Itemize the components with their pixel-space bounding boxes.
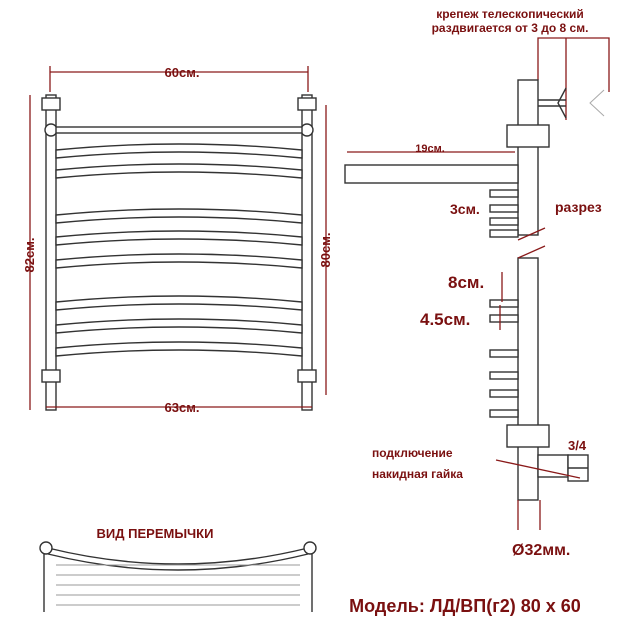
curved-bar [55,253,303,269]
top-arm [344,164,519,184]
bar-stub [489,409,519,418]
curved-bar [55,318,303,334]
bar-stub [489,299,519,308]
thread-label: 3/4 [568,438,587,453]
mount-note-line1: крепеж телескопический [436,7,584,21]
curved-bar [55,295,303,311]
gap-small-label: 3см. [450,201,480,217]
right-bottom-bracket [297,369,317,383]
depth-label: 19см. [415,143,445,155]
left-bottom-bracket [41,369,61,383]
bar-stub [489,204,519,213]
bar-stub [489,229,519,238]
bar-stubs [489,189,519,418]
left-top-bracket [41,97,61,111]
top-bracket [506,124,550,148]
connection-line1: подключение [372,446,453,460]
gap-45-label: 4.5см. [420,310,470,329]
side-view: крепеж телескопический раздвигается от 3… [344,7,610,559]
section-label: разрез [555,199,602,215]
right-post [301,94,313,411]
model-label: Модель: ЛД/ВП(г2) 80 х 60 [349,596,581,616]
bar-stub [489,189,519,198]
gap-8-label: 8см. [448,273,484,292]
left-post [45,94,57,411]
curved-bar [55,208,303,224]
jumper-view: ВИД ПЕРЕМЫЧКИ Модель: ЛД/ВП(г2) 80 х 60 [39,526,581,616]
height-inner-label: 80см. [318,233,333,268]
left-jumper-joint [39,541,53,555]
curved-bars [55,143,303,357]
height-outer-label: 82см. [22,238,37,273]
right-jumper-joint [303,541,317,555]
top-rod [55,126,303,134]
bottom-bracket [506,424,550,448]
connection-line2: накидная гайка [372,467,463,481]
bar-stub [489,314,519,323]
width-bottom-label: 63см. [165,400,200,415]
curved-bar [55,143,303,159]
bar-stub [489,371,519,380]
bar-stub [489,349,519,358]
curved-bar [55,341,303,357]
front-view: 60см. 63см. 82см. 80см. [22,65,333,415]
diameter-label: Ø32мм. [512,542,570,559]
jumper-title: ВИД ПЕРЕМЫЧКИ [97,526,214,541]
right-top-bracket [297,97,317,111]
width-top-label: 60см. [165,65,200,80]
bar-stub [489,217,519,226]
mount-note-line2: раздвигается от 3 до 8 см. [432,21,589,35]
wall-column-top [517,79,539,236]
curved-bar [55,163,303,179]
bar-stub [489,389,519,398]
curved-bar [55,230,303,246]
wall-column-bottom [517,257,539,501]
